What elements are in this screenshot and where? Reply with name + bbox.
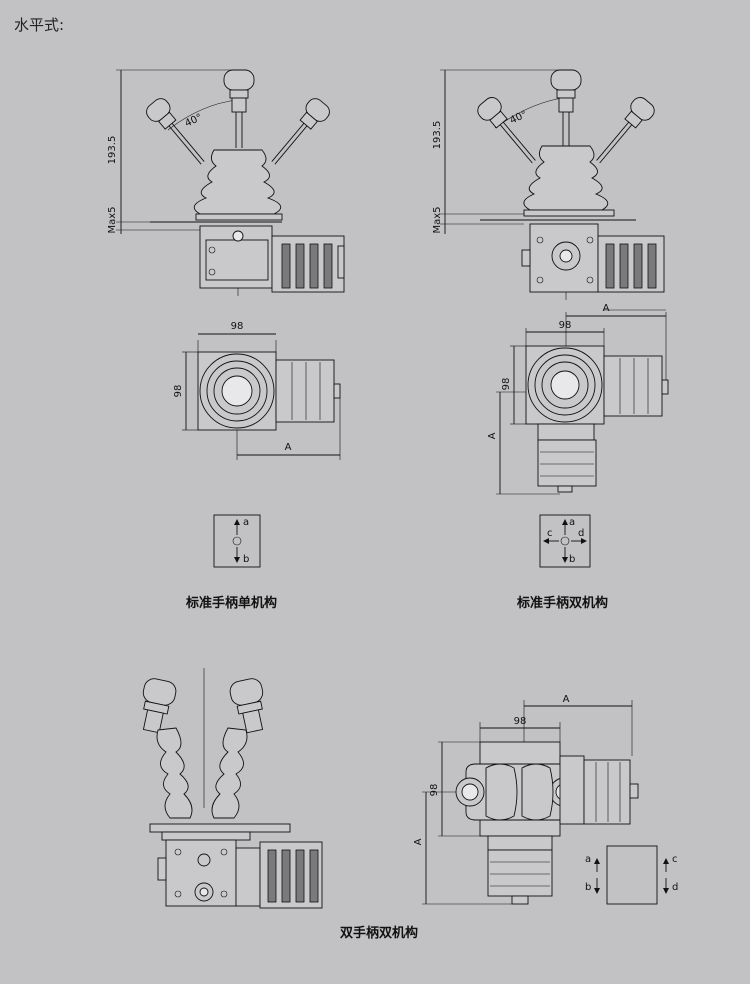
double-dir-b: b [569,554,575,565]
twin-direction-box: a b c d [585,845,678,905]
twin-dir-d: d [672,882,678,893]
double-angle-label: 40° [508,109,529,126]
double-dir-a: a [569,517,575,528]
twin-dir-a: a [585,854,591,865]
single-max-label: Max5 [107,206,118,233]
twin-caption: 双手柄双机构 [340,926,419,941]
double-dir-c: c [547,528,553,539]
double-top-view: A 98 98 A [487,303,669,495]
twin-top-view: A 98 98 A [413,694,639,905]
double-direction-box: a b c d [539,514,591,568]
twin-dir-c: c [672,854,678,865]
twin-side-view [142,668,323,909]
single-width-label: 98 [231,321,244,332]
twin-length-top-label: A [563,694,570,705]
single-direction-box: a b [213,514,261,568]
single-length-label: A [285,442,292,453]
double-max-label: Max5 [432,206,443,233]
double-depth-label: 98 [501,378,512,391]
double-height-label: 193.5 [432,121,443,150]
page-title: 水平式: [14,16,65,34]
single-angle-label: 40° [183,112,204,129]
double-caption: 标准手柄双机构 [517,596,609,611]
single-height-label: 193.5 [107,136,118,165]
twin-dir-b: b [585,882,591,893]
single-dir-b: b [243,554,249,565]
double-length-side-label: A [487,432,498,439]
single-caption: 标准手柄单机构 [186,596,278,611]
double-width-label: 98 [559,320,572,331]
twin-length-side-label: A [413,838,424,845]
double-dir-d: d [578,528,584,539]
twin-width-label: 98 [514,716,527,727]
twin-depth-label: 98 [429,784,440,797]
double-side-view: 193.5 Max5 40° [432,69,665,300]
double-length-top-label: A [603,303,610,314]
single-top-view: 98 98 A [173,321,341,460]
single-side-view: 193.5 Max5 40° [107,69,345,296]
single-dir-a: a [243,517,249,528]
single-depth-label: 98 [173,385,184,398]
